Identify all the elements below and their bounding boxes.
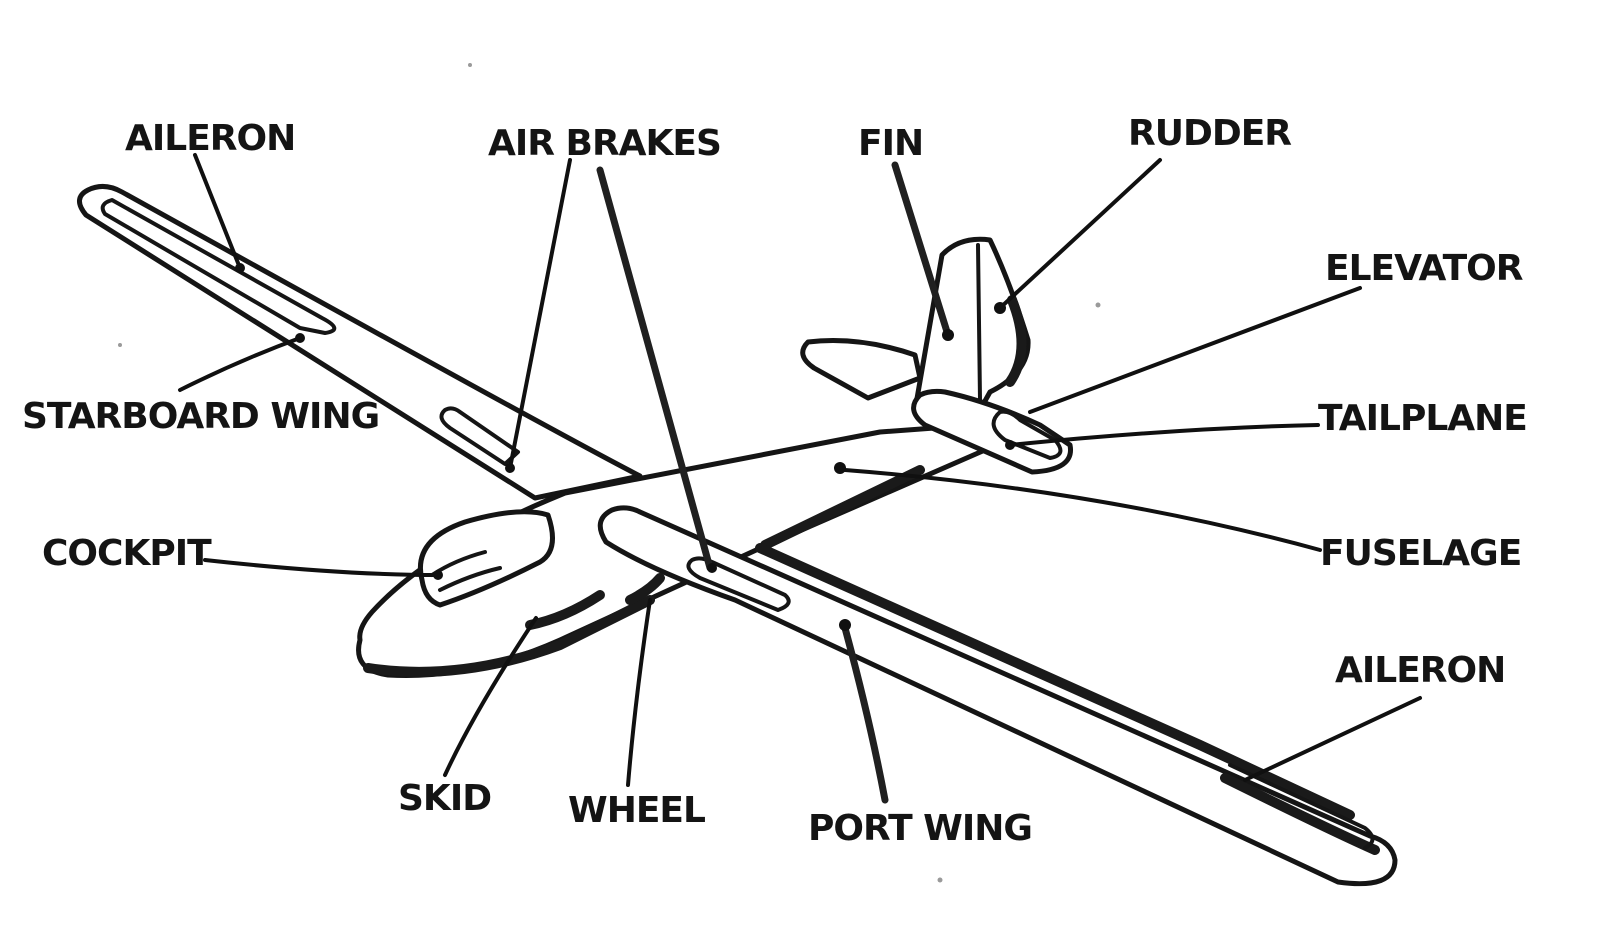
label-fin: FIN — [858, 123, 923, 164]
leader-lines — [178, 153, 1422, 804]
label-wheel: WHEEL — [568, 790, 705, 831]
skid — [525, 590, 605, 630]
label-aileron-starboard: AILERON — [125, 118, 295, 159]
rudder-hinge — [976, 243, 982, 402]
label-aileron-port: AILERON — [1335, 650, 1505, 691]
starboard-wing — [77, 184, 643, 501]
label-fuselage: FUSELAGE — [1320, 533, 1521, 574]
label-starboard-wing: STARBOARD WING — [22, 396, 379, 437]
starboard-aileron — [100, 198, 337, 335]
label-cockpit: COCKPIT — [42, 533, 212, 574]
labels: AILERON AIR BRAKES FIN RUDDER ELEVATOR T… — [22, 113, 1528, 849]
tailplane-left — [800, 338, 923, 401]
label-port-wing: PORT WING — [808, 808, 1032, 849]
label-skid: SKID — [398, 778, 491, 819]
label-air-brakes: AIR BRAKES — [488, 123, 721, 164]
glider — [77, 184, 1398, 887]
label-elevator: ELEVATOR — [1325, 248, 1523, 289]
port-wing — [597, 505, 1398, 887]
port-airbrake — [686, 556, 791, 612]
label-rudder: RUDDER — [1128, 113, 1291, 154]
wheel — [625, 573, 665, 605]
label-tailplane: TAILPLANE — [1318, 398, 1527, 439]
elevator — [991, 409, 1063, 460]
port-aileron — [1228, 763, 1375, 850]
